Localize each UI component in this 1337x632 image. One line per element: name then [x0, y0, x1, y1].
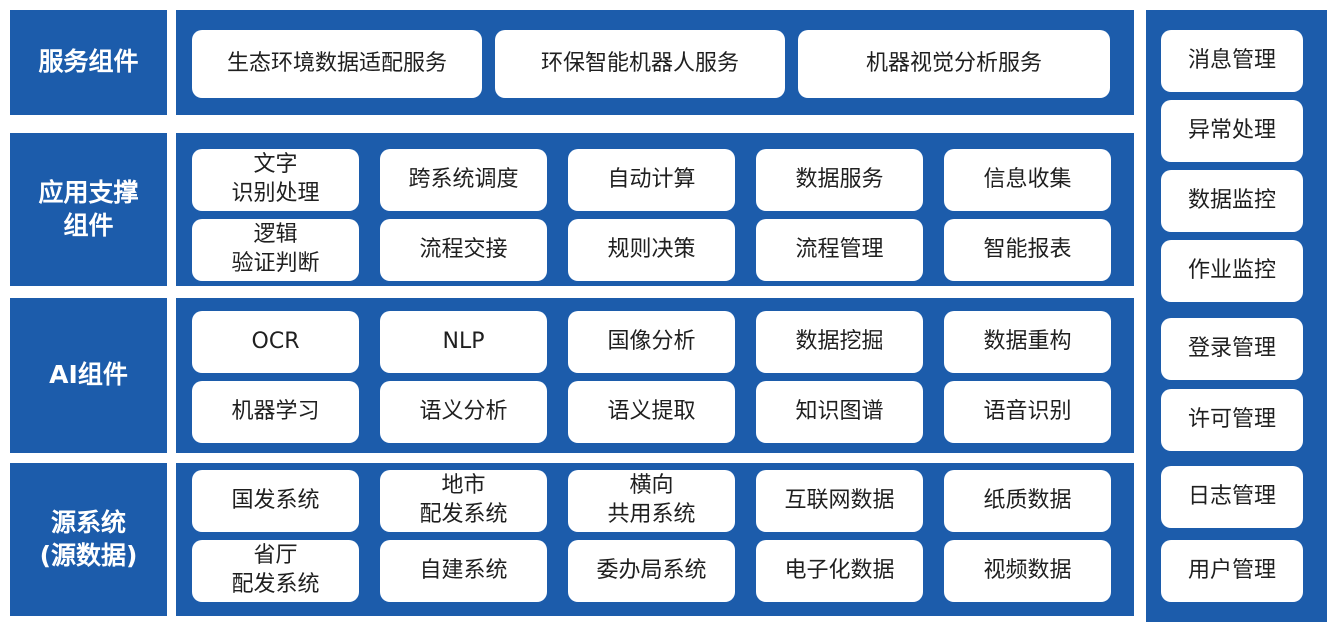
row-label-service: 服务组件	[10, 10, 167, 115]
component-item: 国像分析	[568, 311, 735, 373]
source-item: 纸质数据	[944, 470, 1111, 532]
component-item: 语义提取	[568, 381, 735, 443]
component-item: 流程管理	[756, 219, 923, 281]
component-item: 数据服务	[756, 149, 923, 211]
component-item: 数据挖掘	[756, 311, 923, 373]
source-item: 地市 配发系统	[380, 470, 547, 532]
management-item: 异常处理	[1161, 100, 1303, 162]
component-item: 智能报表	[944, 219, 1111, 281]
service-item: 生态环境数据适配服务	[192, 30, 482, 98]
component-item: NLP	[380, 311, 547, 373]
management-item: 日志管理	[1161, 466, 1303, 528]
row-label-source: 源系统 (源数据)	[10, 463, 167, 616]
management-item: 许可管理	[1161, 389, 1303, 451]
source-item: 视频数据	[944, 540, 1111, 602]
management-column: 消息管理 异常处理 数据监控 作业监控 登录管理 许可管理 日志管理 用户管理	[1146, 10, 1327, 622]
source-item: 省厅 配发系统	[192, 540, 359, 602]
row-label-ai: AI组件	[10, 298, 167, 453]
component-item: 信息收集	[944, 149, 1111, 211]
component-item: 跨系统调度	[380, 149, 547, 211]
component-item: 规则决策	[568, 219, 735, 281]
ai-components-band: OCR NLP 国像分析 数据挖掘 数据重构 机器学习 语义分析 语义提取 知识…	[176, 298, 1134, 453]
management-item: 作业监控	[1161, 240, 1303, 302]
management-item: 消息管理	[1161, 30, 1303, 92]
service-item: 机器视觉分析服务	[798, 30, 1110, 98]
component-item: 逻辑 验证判断	[192, 219, 359, 281]
component-item: 数据重构	[944, 311, 1111, 373]
component-item: OCR	[192, 311, 359, 373]
source-item: 国发系统	[192, 470, 359, 532]
row-label-app-support: 应用支撑 组件	[10, 133, 167, 286]
component-item: 文字 识别处理	[192, 149, 359, 211]
source-item: 互联网数据	[756, 470, 923, 532]
component-item: 知识图谱	[756, 381, 923, 443]
management-item: 数据监控	[1161, 170, 1303, 232]
management-item: 用户管理	[1161, 540, 1303, 602]
component-item: 语义分析	[380, 381, 547, 443]
component-item: 流程交接	[380, 219, 547, 281]
service-item: 环保智能机器人服务	[495, 30, 785, 98]
management-item: 登录管理	[1161, 318, 1303, 380]
app-support-band: 文字 识别处理 跨系统调度 自动计算 数据服务 信息收集 逻辑 验证判断 流程交…	[176, 133, 1134, 286]
service-components-band: 生态环境数据适配服务 环保智能机器人服务 机器视觉分析服务	[176, 10, 1134, 115]
component-item: 语音识别	[944, 381, 1111, 443]
source-item: 委办局系统	[568, 540, 735, 602]
source-item: 自建系统	[380, 540, 547, 602]
component-item: 机器学习	[192, 381, 359, 443]
component-item: 自动计算	[568, 149, 735, 211]
source-item: 横向 共用系统	[568, 470, 735, 532]
source-systems-band: 国发系统 地市 配发系统 横向 共用系统 互联网数据 纸质数据 省厅 配发系统 …	[176, 463, 1134, 616]
source-item: 电子化数据	[756, 540, 923, 602]
